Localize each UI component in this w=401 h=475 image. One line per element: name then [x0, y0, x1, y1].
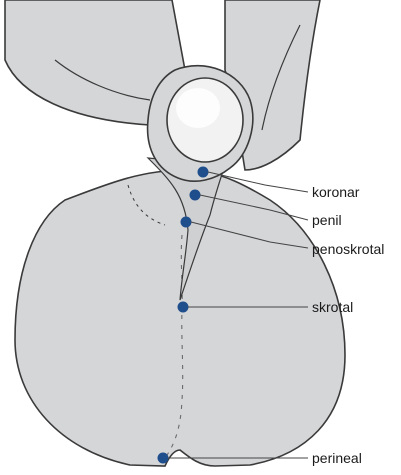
marker-skrotal [178, 302, 189, 313]
glans-highlight [176, 88, 220, 128]
marker-koronar [198, 167, 209, 178]
scrotum [15, 170, 345, 466]
marker-penoskrotal [181, 217, 192, 228]
label-skrotal: skrotal [312, 299, 353, 315]
label-koronar: koronar [312, 184, 360, 200]
label-perineal: perineal [312, 450, 362, 466]
label-penoskrotal: penoskrotal [312, 241, 384, 257]
marker-penil [190, 190, 201, 201]
label-penil: penil [312, 212, 342, 228]
marker-perineal [158, 453, 169, 464]
